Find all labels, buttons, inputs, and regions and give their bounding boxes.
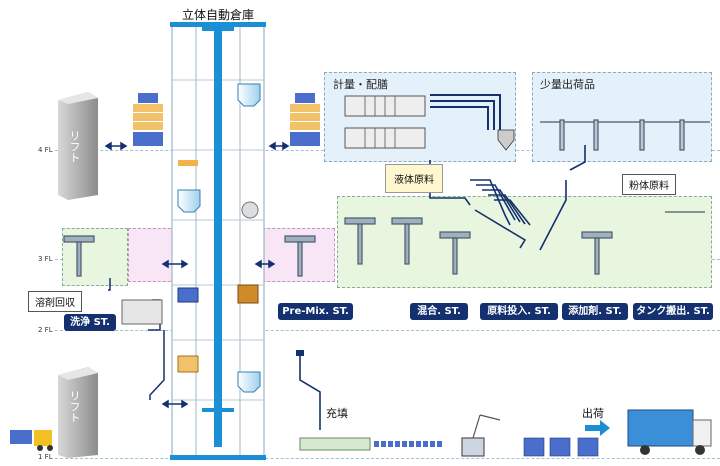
lift-lower-graphic	[58, 367, 98, 458]
filling-line	[296, 350, 442, 451]
pallet-boxes-1f	[523, 437, 599, 457]
process-cranes	[63, 211, 705, 277]
additive-station-badge: 添加剤. ST.	[562, 303, 628, 320]
forklift	[10, 430, 53, 451]
shipment-robots	[540, 119, 710, 151]
tank-out-station-badge: タンク搬出. ST.	[633, 303, 713, 320]
pallet-stack-left	[133, 93, 163, 146]
premix-station-badge: Pre-Mix. ST.	[278, 303, 353, 320]
filling-label: 充填	[326, 407, 348, 420]
weighing-machines	[344, 94, 515, 151]
wash-station-badge: 洗浄 ST.	[64, 314, 116, 331]
floor-label-2: 2 FL	[38, 326, 53, 334]
pallet-stack-right	[290, 93, 320, 146]
floor-label-1: 1 FL	[38, 453, 53, 461]
shipping-arrow	[585, 420, 610, 436]
floor-label-3: 3 FL	[38, 255, 53, 263]
small-shipment-zone-label: 少量出荷品	[540, 78, 595, 91]
warehouse-title: 立体自動倉庫	[182, 8, 255, 22]
solvent-recovery-tag: 溶剤回収	[28, 291, 82, 312]
powder-material-tag: 粉体原料	[622, 174, 676, 195]
truck	[627, 409, 712, 455]
wash-piping	[108, 278, 165, 400]
liquid-material-tag: 液体原料	[385, 164, 443, 193]
lift-upper-graphic	[58, 92, 98, 200]
wash-machine	[121, 299, 163, 325]
robot-arm	[461, 414, 501, 457]
shipping-label: 出荷	[582, 407, 604, 420]
lift-lower-label: リフト	[68, 390, 81, 423]
weighing-zone-label: 計量・配膳	[333, 78, 388, 91]
floor-label-4: 4 FL	[38, 146, 53, 154]
tower-items	[177, 83, 261, 393]
feed-station-badge: 原料投入. ST.	[480, 303, 558, 320]
lift-upper-label: リフト	[68, 130, 81, 163]
mix-station-badge: 混合. ST.	[410, 303, 468, 320]
